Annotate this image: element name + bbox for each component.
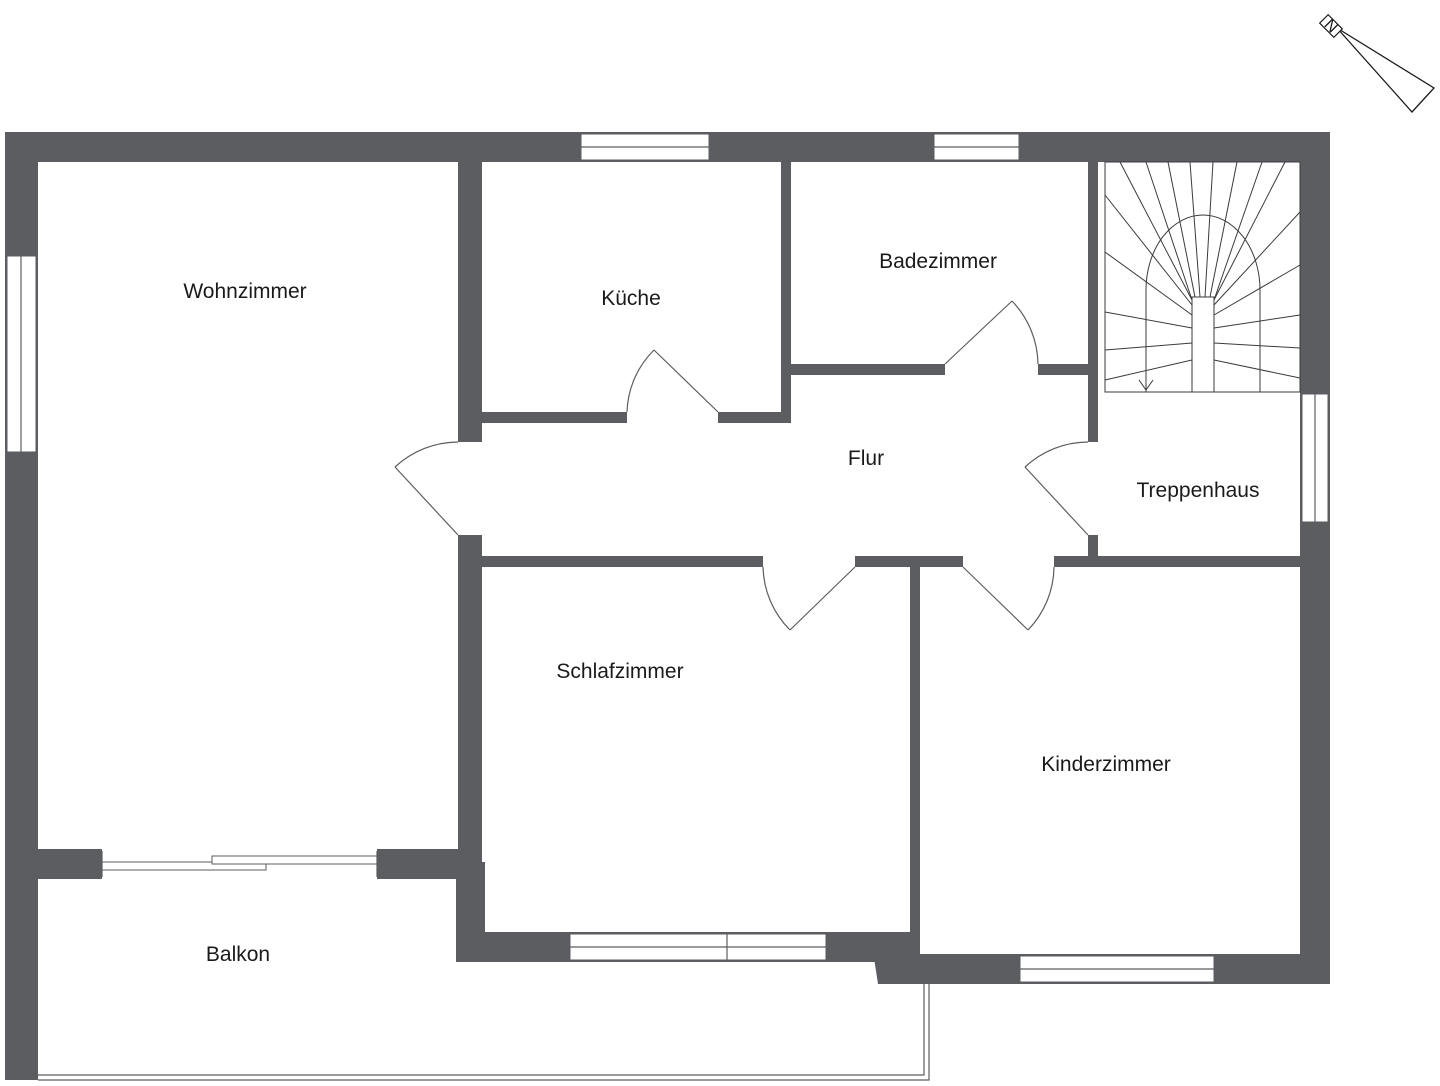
- label-kueche: Küche: [601, 287, 661, 310]
- window-kinderzimmer: [1019, 955, 1215, 983]
- window-bad: [933, 133, 1020, 161]
- doors: [394, 300, 1089, 631]
- label-kinderzimmer: Kinderzimmer: [1041, 753, 1171, 776]
- label-badezimmer: Badezimmer: [879, 250, 997, 273]
- windows: [6, 133, 1329, 983]
- label-treppenhaus: Treppenhaus: [1137, 479, 1260, 502]
- staircase: [1104, 161, 1301, 393]
- label-wohnzimmer: Wohnzimmer: [183, 280, 306, 303]
- label-balkon: Balkon: [206, 943, 270, 966]
- window-wohnzimmer: [6, 255, 37, 453]
- compass-icon: N: [1318, 13, 1436, 113]
- door-treppenhaus: [1024, 441, 1089, 536]
- door-kinderzimmer: [962, 566, 1055, 631]
- room-labels: Wohnzimmer Küche Badezimmer Flur Treppen…: [183, 250, 1259, 966]
- window-schlafzimmer: [569, 933, 827, 961]
- label-flur: Flur: [848, 447, 884, 470]
- door-kueche: [626, 349, 719, 413]
- window-treppenhaus: [1301, 393, 1329, 523]
- door-schlafzimmer: [762, 566, 856, 631]
- interior-walls: [458, 162, 1300, 954]
- window-kueche: [580, 133, 710, 161]
- balkon-railing: [38, 984, 930, 1081]
- door-bad: [944, 300, 1039, 365]
- door-wohnzimmer: [394, 441, 459, 536]
- label-schlafzimmer: Schlafzimmer: [556, 660, 683, 683]
- sliding-door-balkon: [101, 851, 378, 877]
